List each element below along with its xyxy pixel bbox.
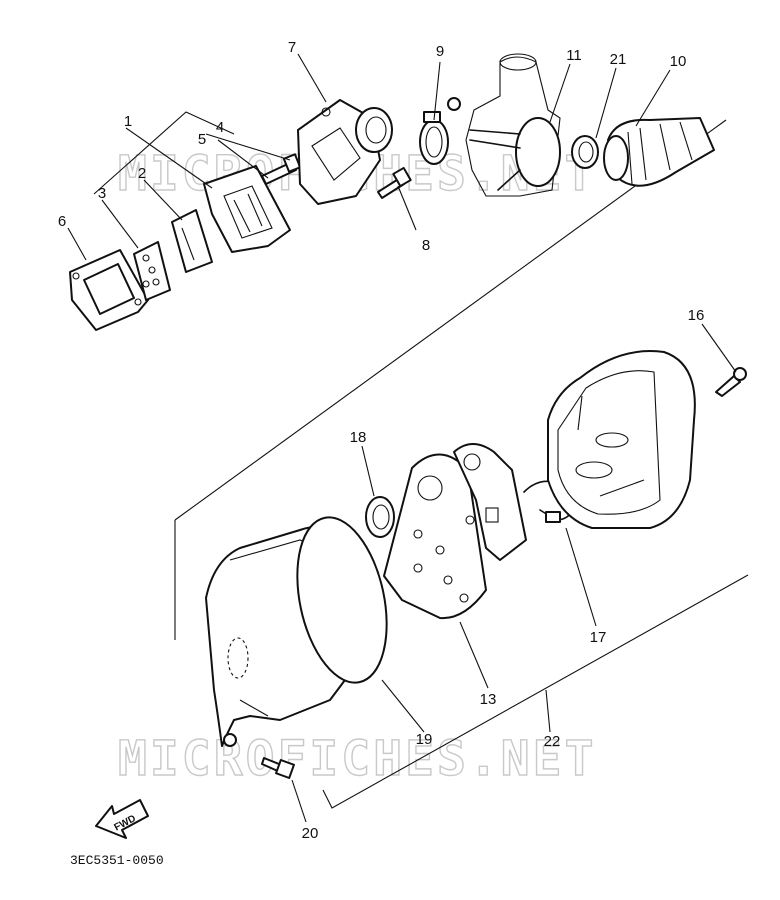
grommet-18 bbox=[365, 496, 395, 538]
air-duct-10 bbox=[603, 117, 715, 187]
callout-6: 6 bbox=[58, 213, 66, 230]
plate-13 bbox=[383, 453, 487, 620]
callout-21: 21 bbox=[610, 51, 627, 68]
assembly-outline bbox=[174, 119, 749, 809]
callout-4: 4 bbox=[216, 119, 224, 136]
callout-11: 11 bbox=[566, 47, 582, 64]
reed-petal-3 bbox=[133, 241, 171, 301]
callout-7: 7 bbox=[288, 39, 296, 56]
spring-11 bbox=[469, 117, 561, 191]
reed-valve-assembly-1 bbox=[203, 165, 291, 253]
intake-manifold-7 bbox=[297, 99, 393, 205]
callout-2: 2 bbox=[138, 165, 146, 182]
silencer-cap bbox=[547, 350, 696, 529]
callout-13: 13 bbox=[480, 691, 497, 708]
plate-rear bbox=[453, 443, 527, 561]
callout-16: 16 bbox=[688, 307, 705, 324]
callout-9: 9 bbox=[436, 43, 444, 60]
bolt-20 bbox=[261, 757, 295, 779]
callout-19: 19 bbox=[416, 731, 433, 748]
o-ring-21 bbox=[571, 135, 599, 169]
callout-3: 3 bbox=[98, 185, 106, 202]
fwd-arrow-icon: FWD bbox=[95, 799, 149, 839]
watermark-bottom: MICROFICHES.NET bbox=[118, 731, 596, 787]
gasket-19 bbox=[296, 516, 388, 684]
callout-8: 8 bbox=[422, 237, 430, 254]
diagram-code: 3EC5351-0050 bbox=[70, 853, 164, 868]
screw-16 bbox=[715, 367, 747, 397]
reed-stopper-2 bbox=[171, 209, 213, 273]
screw-5 bbox=[261, 153, 302, 185]
bolt-8 bbox=[377, 166, 412, 199]
callout-1: 1 bbox=[124, 113, 132, 130]
callout-17: 17 bbox=[590, 629, 607, 646]
callout-18: 18 bbox=[350, 429, 367, 446]
gasket-6 bbox=[69, 249, 149, 331]
callout-5: 5 bbox=[198, 131, 206, 148]
callout-22: 22 bbox=[544, 733, 561, 750]
air-joint-ghost bbox=[465, 53, 561, 197]
callout-20: 20 bbox=[302, 825, 319, 842]
leader-lines bbox=[67, 53, 737, 823]
callout-10: 10 bbox=[670, 53, 687, 70]
callouts: 1 2 3 4 5 6 7 8 9 10 11 21 18 16 17 13 1… bbox=[58, 39, 705, 842]
